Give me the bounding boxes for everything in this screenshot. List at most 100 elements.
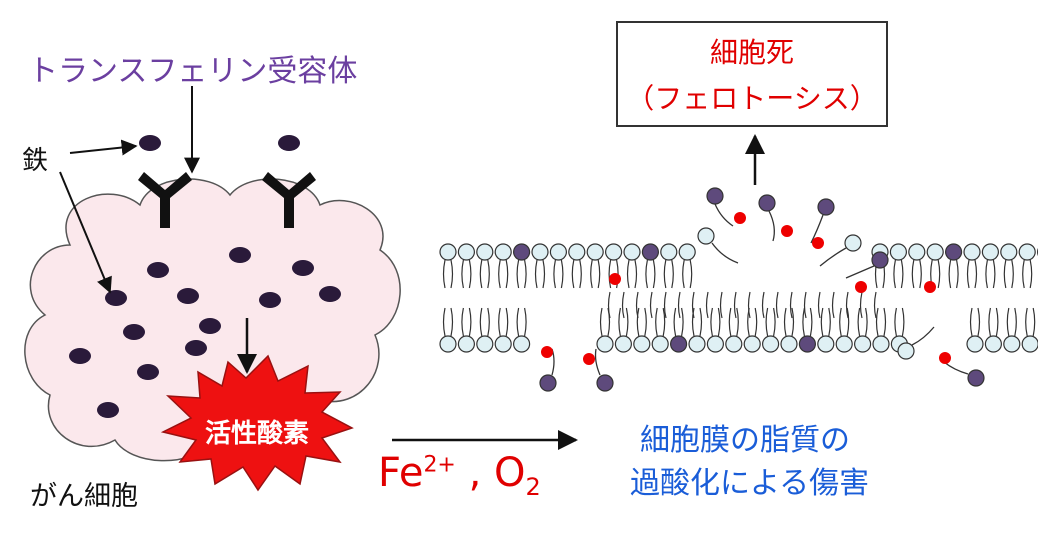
lipid-tail xyxy=(719,291,723,319)
lipid-head xyxy=(966,335,984,353)
lipid-head xyxy=(568,243,586,261)
lipid-head xyxy=(853,335,872,353)
lipid-head xyxy=(678,243,696,261)
lipid-tail xyxy=(761,291,765,319)
lipid-tail xyxy=(691,291,695,319)
lipid-tail xyxy=(775,291,779,319)
iron-dot xyxy=(97,402,119,418)
lipid-tail xyxy=(655,307,666,337)
lipid-head xyxy=(614,335,633,353)
lipid-tail xyxy=(803,291,807,319)
lipid-tail xyxy=(966,259,978,289)
lipid-tail xyxy=(442,307,454,337)
arrow-iron-outside xyxy=(69,139,138,156)
lipid-head xyxy=(476,335,494,353)
oxidized-lipid-tail xyxy=(714,203,734,227)
lipid-head xyxy=(984,335,1003,353)
fe-o2-label: Fe2+ , O2 xyxy=(378,450,541,499)
lipid-tail xyxy=(1022,259,1033,289)
iron-dot xyxy=(137,364,159,380)
lipid-head xyxy=(586,243,604,261)
lipid-tail xyxy=(988,307,999,337)
lipid-tail xyxy=(985,259,996,289)
oxidized-lipid-tail xyxy=(911,326,935,346)
iron-dot xyxy=(199,318,221,334)
oxidized-lipid-tail xyxy=(768,210,775,242)
lipid-tail xyxy=(817,291,821,319)
lipid-tail xyxy=(969,307,981,337)
oxygen-dot xyxy=(583,353,595,365)
lipid-head xyxy=(439,335,457,353)
lipid-head xyxy=(512,335,531,353)
lipid-tail xyxy=(873,291,877,319)
lipid-tail xyxy=(911,259,922,289)
oxygen-dot xyxy=(734,212,746,224)
iron-dot xyxy=(319,286,341,302)
lipid-head xyxy=(1018,243,1036,261)
lipid-head xyxy=(623,243,641,261)
lipid-tail xyxy=(618,307,629,337)
lipid-head xyxy=(1000,243,1018,261)
lipid-damage-line2: 過酸化による傷害 xyxy=(630,466,870,501)
lipid-head xyxy=(549,243,568,261)
lipid-tail xyxy=(645,259,656,289)
iron-dot xyxy=(185,340,207,356)
lipid-head xyxy=(669,335,688,353)
lipid-head xyxy=(476,243,494,261)
iron-dot xyxy=(177,288,199,304)
lipid-tail xyxy=(948,259,959,289)
transferrin-receptor-label: トランスフェリン受容体 xyxy=(28,54,358,89)
oxidized-lipid-tail xyxy=(711,242,739,264)
cancer-cell-label: がん細胞 xyxy=(30,481,138,512)
lipid-tail xyxy=(820,307,831,337)
lipid-tail xyxy=(682,259,693,289)
lipid-head xyxy=(835,335,853,353)
lipid-tail xyxy=(677,291,681,319)
o-subscript: 2 xyxy=(525,473,541,501)
oxygen-dot xyxy=(939,352,951,364)
iron-dot xyxy=(105,290,127,306)
iron-dot xyxy=(123,324,145,340)
lipid-head xyxy=(512,243,531,261)
lipid-tail xyxy=(479,259,490,289)
cell-membrane xyxy=(439,243,1038,353)
lipid-tail xyxy=(893,259,904,289)
iron-dot xyxy=(292,260,314,276)
lipid-tail xyxy=(571,259,582,289)
lipid-tail xyxy=(663,259,674,289)
extracellular-iron-dot xyxy=(278,135,300,151)
lipid-tail xyxy=(894,307,905,337)
oxygen-dot xyxy=(924,281,936,293)
lipid-tail xyxy=(728,307,739,337)
lipid-tail xyxy=(553,259,564,289)
lipid-head xyxy=(981,243,1000,261)
oxygen-dot xyxy=(609,273,621,285)
lipid-head xyxy=(926,243,944,261)
reactive-oxygen-burst xyxy=(160,354,354,492)
oxidized-lipid-head xyxy=(844,234,862,252)
lipid-head xyxy=(494,335,512,353)
oxidized-lipid-tail xyxy=(819,247,847,267)
lipid-damage-line1: 細胞膜の脂質の xyxy=(640,423,850,458)
lipid-tail xyxy=(1006,307,1017,337)
lipid-tail xyxy=(479,307,490,337)
oxidized-lipid-head xyxy=(871,251,889,269)
lipid-tail xyxy=(442,259,454,289)
lipid-tail xyxy=(789,291,793,319)
lipid-head xyxy=(531,243,549,261)
transferrin-receptor xyxy=(138,172,192,228)
lipid-head xyxy=(761,335,780,353)
lipid-tail xyxy=(831,291,835,319)
oxidized-lipid-tail xyxy=(943,361,969,375)
lipid-tail xyxy=(747,291,751,319)
lipid-tail xyxy=(783,307,795,337)
lipid-head xyxy=(963,243,981,261)
lipid-tail xyxy=(691,307,703,337)
lipid-tail xyxy=(802,307,813,337)
lipid-tail xyxy=(875,307,887,337)
lipid-tail xyxy=(845,291,849,319)
lipid-tail xyxy=(599,307,611,337)
o-text: , O xyxy=(455,450,526,496)
lipid-tail xyxy=(765,307,776,337)
lipid-tail xyxy=(733,291,737,319)
